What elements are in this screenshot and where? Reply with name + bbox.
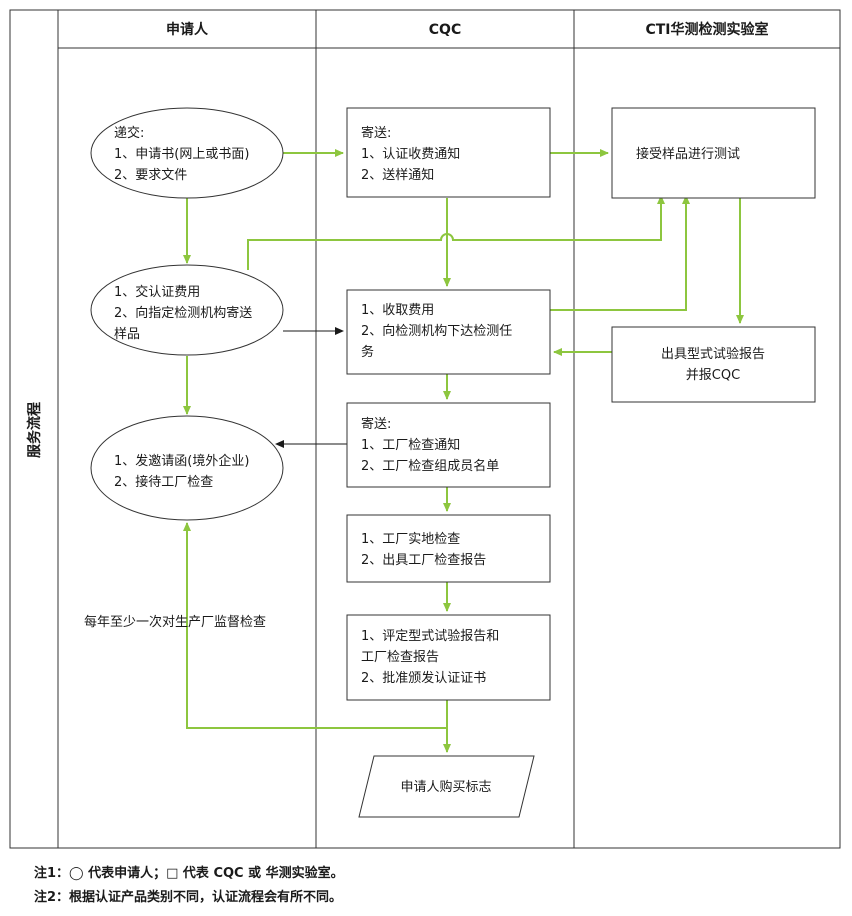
node-submit-line-2: 1、申请书(网上或书面) — [114, 147, 249, 162]
node-submit: 递交: 1、申请书(网上或书面) 2、要求文件 — [90, 107, 284, 199]
footnote-2: 注2：根据认证产品类别不同，认证流程会有所不同。 — [34, 890, 343, 905]
node-cqc-evaluate-line-1: 1、评定型式试验报告和 — [361, 628, 499, 644]
node-submit-line-3: 2、要求文件 — [114, 168, 187, 183]
node-cqc-send-line-1: 寄送: — [361, 125, 391, 141]
flowchart: 申请人 CQC CTI华测检测实验室 服务流程 递交: 1、申请书(网上或书面)… — [9, 9, 841, 849]
node-lab-test-label: 接受样品进行测试 — [636, 146, 740, 162]
arrow-collect-to-lab — [550, 195, 690, 311]
node-pay-line-3: 样品 — [114, 327, 140, 342]
node-cqc-evaluate-line-3: 2、批准颁发认证证书 — [361, 670, 486, 686]
node-cqc-send2-line-1: 寄送: — [361, 416, 391, 432]
node-cqc-send2-line-2: 1、工厂检查通知 — [361, 437, 460, 453]
lane-header-applicant: 申请人 — [166, 21, 209, 38]
node-cqc-send-line-3: 2、送样通知 — [361, 167, 434, 183]
node-pay-line-2: 2、向指定检测机构寄送 — [114, 305, 252, 321]
arrow-sample-to-lab — [247, 195, 665, 270]
node-lab-report-line-2: 并报CQC — [686, 368, 740, 383]
node-submit-line-1: 递交: — [114, 125, 144, 141]
lane-header-lab: CTI华测检测实验室 — [645, 21, 768, 38]
node-pay-line-1: 1、交认证费用 — [114, 284, 200, 300]
node-cqc-collect-line-3: 务 — [361, 344, 374, 360]
footnote-1: 注1：◯ 代表申请人；□ 代表 CQC 或 华测实验室。 — [34, 866, 344, 881]
node-invite-line-2: 2、接待工厂检查 — [114, 474, 213, 490]
node-pay: 1、交认证费用 2、向指定检测机构寄送 样品 — [90, 264, 284, 356]
node-invite: 1、发邀请函(境外企业) 2、接待工厂检查 — [90, 415, 284, 521]
node-cqc-evaluate-line-2: 工厂检查报告 — [361, 650, 439, 665]
node-buy-mark-label: 申请人购买标志 — [400, 779, 491, 795]
node-cqc-send: 寄送: 1、认证收费通知 2、送样通知 — [346, 107, 551, 198]
node-lab-report: 出具型式试验报告 并报CQC — [611, 326, 816, 403]
node-cqc-send2: 寄送: 1、工厂检查通知 2、工厂检查组成员名单 — [346, 402, 551, 488]
node-buy-mark: 申请人购买标志 — [358, 755, 535, 818]
outer-frame — [9, 9, 841, 849]
node-invite-line-1: 1、发邀请函(境外企业) — [114, 453, 249, 469]
lane-header-cqc: CQC — [429, 22, 461, 38]
node-cqc-collect-line-2: 2、向检测机构下达检测任 — [361, 323, 512, 339]
node-cqc-inspect-line-1: 1、工厂实地检查 — [361, 532, 460, 547]
node-cqc-evaluate: 1、评定型式试验报告和 工厂检查报告 2、批准颁发认证证书 — [346, 614, 551, 701]
arrow-annual-loop — [183, 522, 447, 729]
node-cqc-collect-line-1: 1、收取费用 — [361, 303, 434, 318]
node-cqc-collect: 1、收取费用 2、向检测机构下达检测任 务 — [346, 289, 551, 375]
node-lab-report-line-1: 出具型式试验报告 — [661, 346, 765, 362]
annual-inspection-note: 每年至少一次对生产厂监督检查 — [84, 614, 266, 630]
node-cqc-send-line-2: 1、认证收费通知 — [361, 146, 460, 162]
sidebar-label: 服务流程 — [26, 402, 43, 458]
node-cqc-send2-line-3: 2、工厂检查组成员名单 — [361, 458, 499, 474]
node-cqc-inspect-line-2: 2、出具工厂检查报告 — [361, 553, 486, 568]
node-cqc-inspect: 1、工厂实地检查 2、出具工厂检查报告 — [346, 514, 551, 583]
node-lab-test: 接受样品进行测试 — [611, 107, 816, 199]
